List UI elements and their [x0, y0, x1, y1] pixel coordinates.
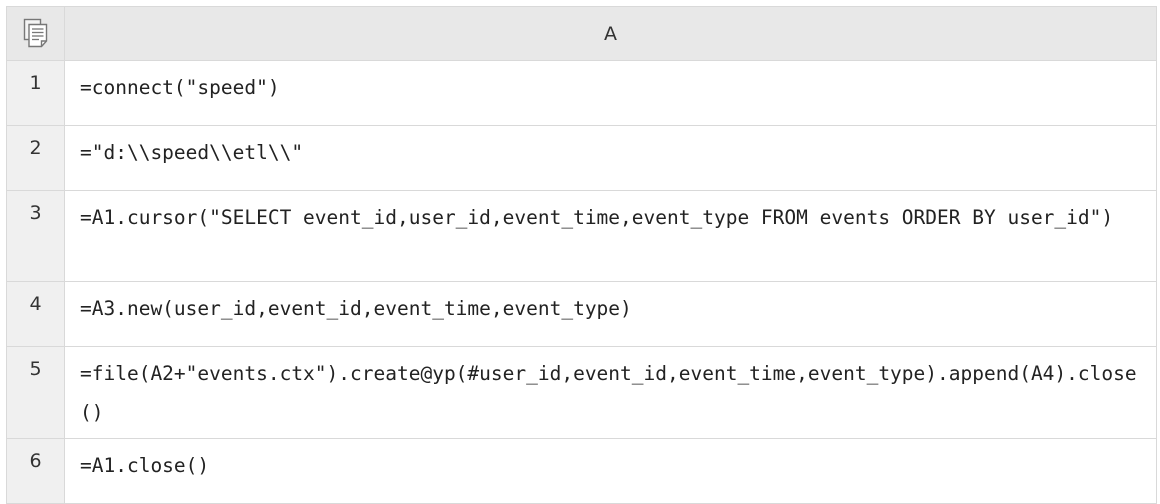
header-row: A: [6, 6, 1157, 61]
document-copy-icon: [23, 18, 49, 53]
table-row: 2 ="d:\\speed\\etl\\": [6, 125, 1157, 191]
code-cell-a4[interactable]: =A3.new(user_id,event_id,event_time,even…: [64, 281, 1157, 347]
code-cell-a2[interactable]: ="d:\\speed\\etl\\": [64, 125, 1157, 191]
row-number[interactable]: 1: [6, 60, 65, 126]
code-cell-a6[interactable]: =A1.close(): [64, 438, 1157, 504]
row-number[interactable]: 2: [6, 125, 65, 191]
code-cell-a3[interactable]: =A1.cursor("SELECT event_id,user_id,even…: [64, 190, 1157, 282]
code-cell-a1[interactable]: =connect("speed"): [64, 60, 1157, 126]
table-row: 1 =connect("speed"): [6, 60, 1157, 126]
code-cell-a5[interactable]: =file(A2+"events.ctx").create@yp(#user_i…: [64, 346, 1157, 439]
row-number[interactable]: 6: [6, 438, 65, 504]
table-row: 3 =A1.cursor("SELECT event_id,user_id,ev…: [6, 190, 1157, 282]
select-all-corner[interactable]: [6, 6, 65, 61]
table-row: 5 =file(A2+"events.ctx").create@yp(#user…: [6, 346, 1157, 439]
row-number[interactable]: 3: [6, 190, 65, 282]
table-row: 6 =A1.close(): [6, 438, 1157, 504]
row-number[interactable]: 5: [6, 346, 65, 439]
table-row: 4 =A3.new(user_id,event_id,event_time,ev…: [6, 281, 1157, 347]
row-number[interactable]: 4: [6, 281, 65, 347]
column-header-a[interactable]: A: [64, 6, 1157, 61]
spreadsheet-grid: A 1 =connect("speed") 2 ="d:\\speed\\etl…: [6, 6, 1157, 504]
